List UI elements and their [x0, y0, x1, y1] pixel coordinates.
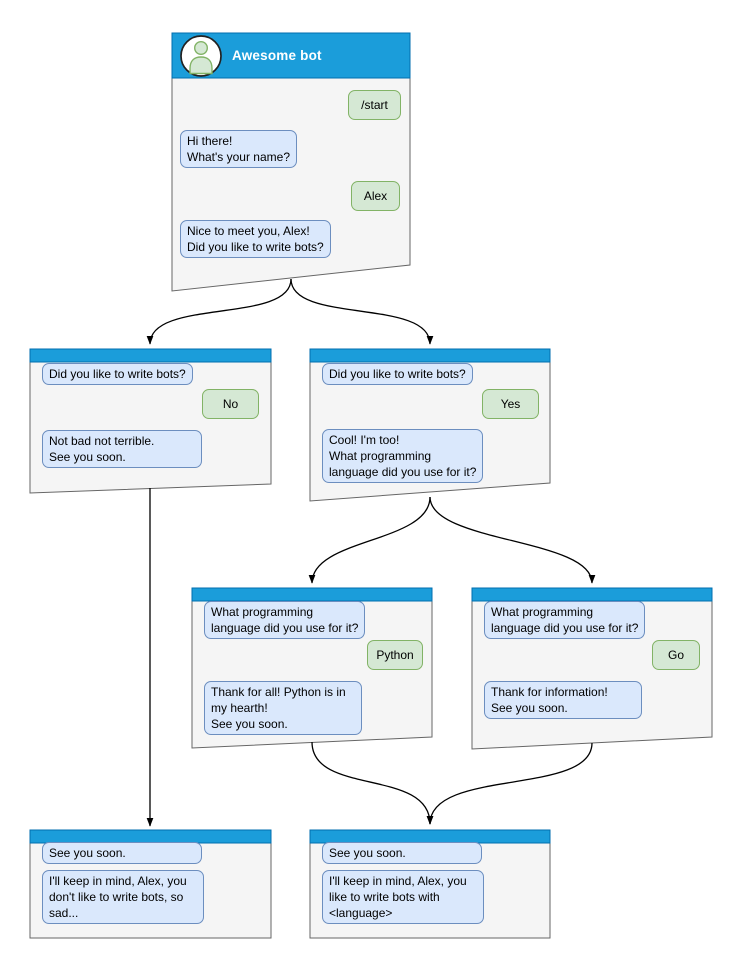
- window-branch-no-header: [29, 348, 272, 363]
- bot-bubble-reply: I'll keep in mind, Alex, you don't like …: [42, 870, 204, 924]
- bot-bubble-reply: Cool! I'm too! What programming language…: [322, 429, 484, 483]
- chat-window-end-no: See you soon. I'll keep in mind, Alex, y…: [30, 830, 271, 938]
- user-bubble-answer-yes: Yes: [482, 389, 539, 419]
- user-bubble-start: /start: [348, 90, 401, 120]
- chat-window-branch-yes: Did you like to write bots? Yes Cool! I'…: [310, 349, 550, 501]
- chat-window-branch-go: What programming language did you use fo…: [472, 588, 712, 749]
- bot-bubble-see-you-soon: See you soon.: [42, 842, 202, 864]
- bot-bubble-see-you-soon: See you soon.: [322, 842, 482, 864]
- user-bubble-answer-no: No: [202, 389, 259, 419]
- bot-bubble-question: Nice to meet you, Alex! Did you like to …: [180, 220, 331, 258]
- edge-main-to-no: [146, 278, 292, 345]
- window-branch-yes-header: [309, 348, 551, 363]
- edge-go-to-end: [426, 742, 593, 825]
- chat-window-branch-no: Did you like to write bots? No Not bad n…: [30, 349, 271, 493]
- bot-bubble-reply: Thank for all! Python is in my hearth! S…: [204, 681, 362, 735]
- edge-python-to-end: [311, 741, 434, 825]
- avatar-head-icon: [193, 41, 208, 56]
- chat-window-title: Awesome bot: [232, 48, 322, 63]
- chat-window-main: Awesome bot /start Hi there! What's your…: [172, 33, 410, 291]
- user-bubble-answer-python: Python: [367, 640, 423, 670]
- bot-bubble-reply: Thank for information! See you soon.: [484, 681, 642, 719]
- edge-yes-to-go: [429, 496, 596, 584]
- chat-window-end-yes: See you soon. I'll keep in mind, Alex, y…: [310, 830, 550, 938]
- bot-bubble-question: Did you like to write bots?: [42, 363, 193, 385]
- bot-bubble-question: What programming language did you use fo…: [204, 601, 366, 639]
- user-bubble-name: Alex: [351, 181, 400, 211]
- bot-bubble-greeting: Hi there! What's your name?: [180, 130, 298, 168]
- bot-bubble-reply: Not bad not terrible. See you soon.: [42, 430, 202, 468]
- bot-bubble-reply: I'll keep in mind, Alex, you like to wri…: [322, 870, 484, 924]
- avatar-body-icon: [189, 56, 213, 75]
- user-bubble-answer-go: Go: [652, 640, 700, 670]
- bot-bubble-question: Did you like to write bots?: [322, 363, 473, 385]
- chat-window-branch-python: What programming language did you use fo…: [192, 588, 432, 748]
- edge-yes-to-python: [308, 496, 431, 584]
- bot-bubble-question: What programming language did you use fo…: [484, 601, 646, 639]
- edge-main-to-yes: [290, 278, 434, 345]
